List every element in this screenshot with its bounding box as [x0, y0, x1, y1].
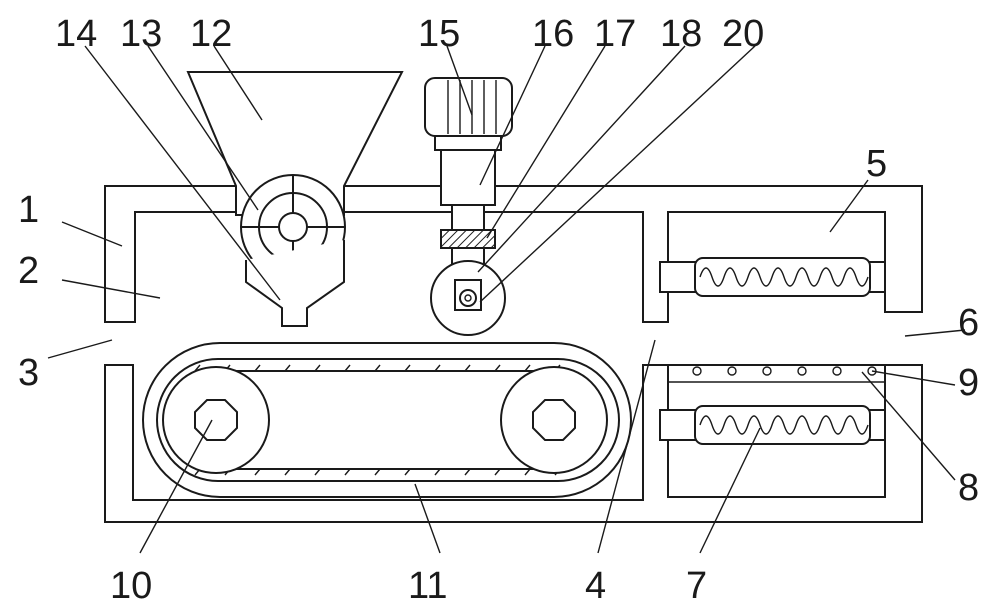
label-9: 9 — [958, 362, 979, 404]
label-3: 3 — [18, 352, 39, 394]
conveyor-belt — [156, 358, 620, 482]
label-2: 2 — [18, 250, 39, 292]
right-roller-hub — [532, 399, 576, 441]
label-20: 20 — [722, 13, 764, 55]
label-14: 14 — [55, 13, 97, 55]
shaft-housing — [440, 149, 496, 206]
label-7: 7 — [686, 565, 707, 607]
left-roller-hub — [194, 399, 238, 441]
label-5: 5 — [866, 143, 887, 185]
label-11: 11 — [408, 565, 447, 607]
lower-spring-coils — [699, 415, 869, 435]
label-16: 16 — [532, 13, 574, 55]
lower-frame — [104, 364, 923, 523]
label-13: 13 — [120, 13, 162, 55]
label-4: 4 — [585, 565, 606, 607]
upper-spring-coils — [699, 267, 869, 287]
leader-lines — [47, 45, 966, 554]
motor-base — [434, 135, 502, 151]
label-10: 10 — [110, 565, 152, 607]
label-1: 1 — [18, 189, 39, 231]
label-6: 6 — [958, 302, 979, 344]
label-17: 17 — [594, 13, 636, 55]
label-18: 18 — [660, 13, 702, 55]
shaft — [451, 204, 485, 231]
label-8: 8 — [958, 467, 979, 509]
coupling-hatched — [440, 229, 496, 249]
grinding-wheel-axle — [459, 289, 477, 307]
outlet-funnel — [245, 240, 345, 327]
label-12: 12 — [190, 13, 232, 55]
conveyor-outer — [142, 342, 632, 498]
balls-row — [692, 366, 877, 376]
upper-frame — [104, 185, 923, 323]
label-15: 15 — [418, 13, 460, 55]
